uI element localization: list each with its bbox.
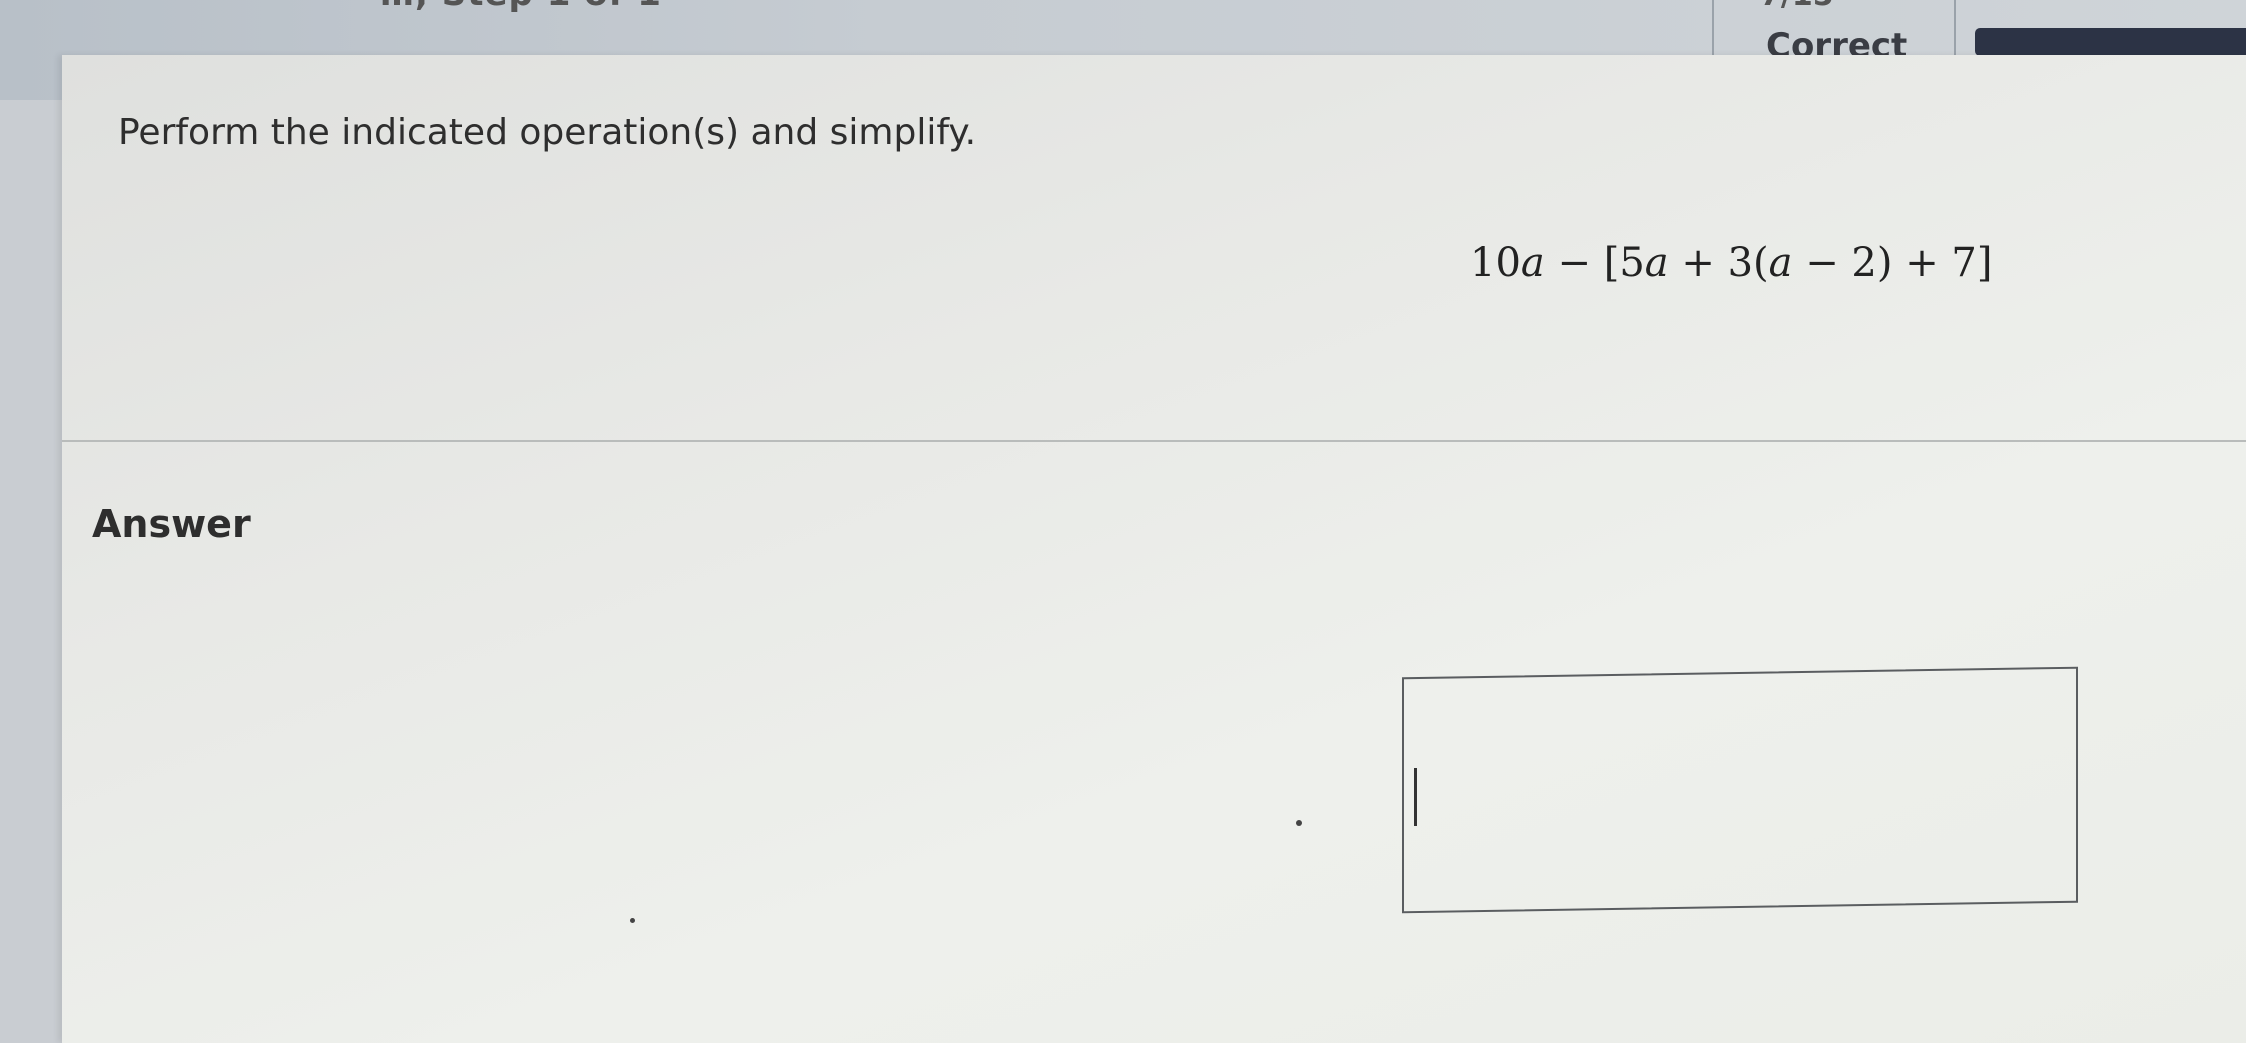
- expression-variable: a: [1644, 240, 1669, 286]
- question-header: …, Step 1 of 1: [380, 0, 662, 14]
- expression-part: − 2) + 7]: [1792, 240, 1993, 286]
- section-divider: [62, 440, 2246, 442]
- status-box: [1712, 0, 1956, 92]
- expression-part: + 3(: [1668, 240, 1769, 286]
- math-expression: 10a − [5a + 3(a − 2) + 7]: [1470, 240, 1992, 286]
- question-instruction: Perform the indicated operation(s) and s…: [118, 112, 977, 153]
- expression-variable: a: [1768, 240, 1793, 286]
- answer-heading: Answer: [92, 502, 251, 546]
- progress-bar: [1975, 28, 2246, 56]
- score-text: 7/15: [1760, 0, 1834, 13]
- answer-input[interactable]: [1402, 666, 2078, 914]
- text-caret: [1414, 768, 1417, 826]
- expression-part: − [5: [1544, 240, 1645, 286]
- expression-part: 10: [1470, 240, 1521, 286]
- screen-speck: [1296, 820, 1302, 826]
- screen-speck: [630, 918, 635, 923]
- progress-fill: [1975, 28, 2246, 56]
- expression-variable: a: [1520, 240, 1545, 286]
